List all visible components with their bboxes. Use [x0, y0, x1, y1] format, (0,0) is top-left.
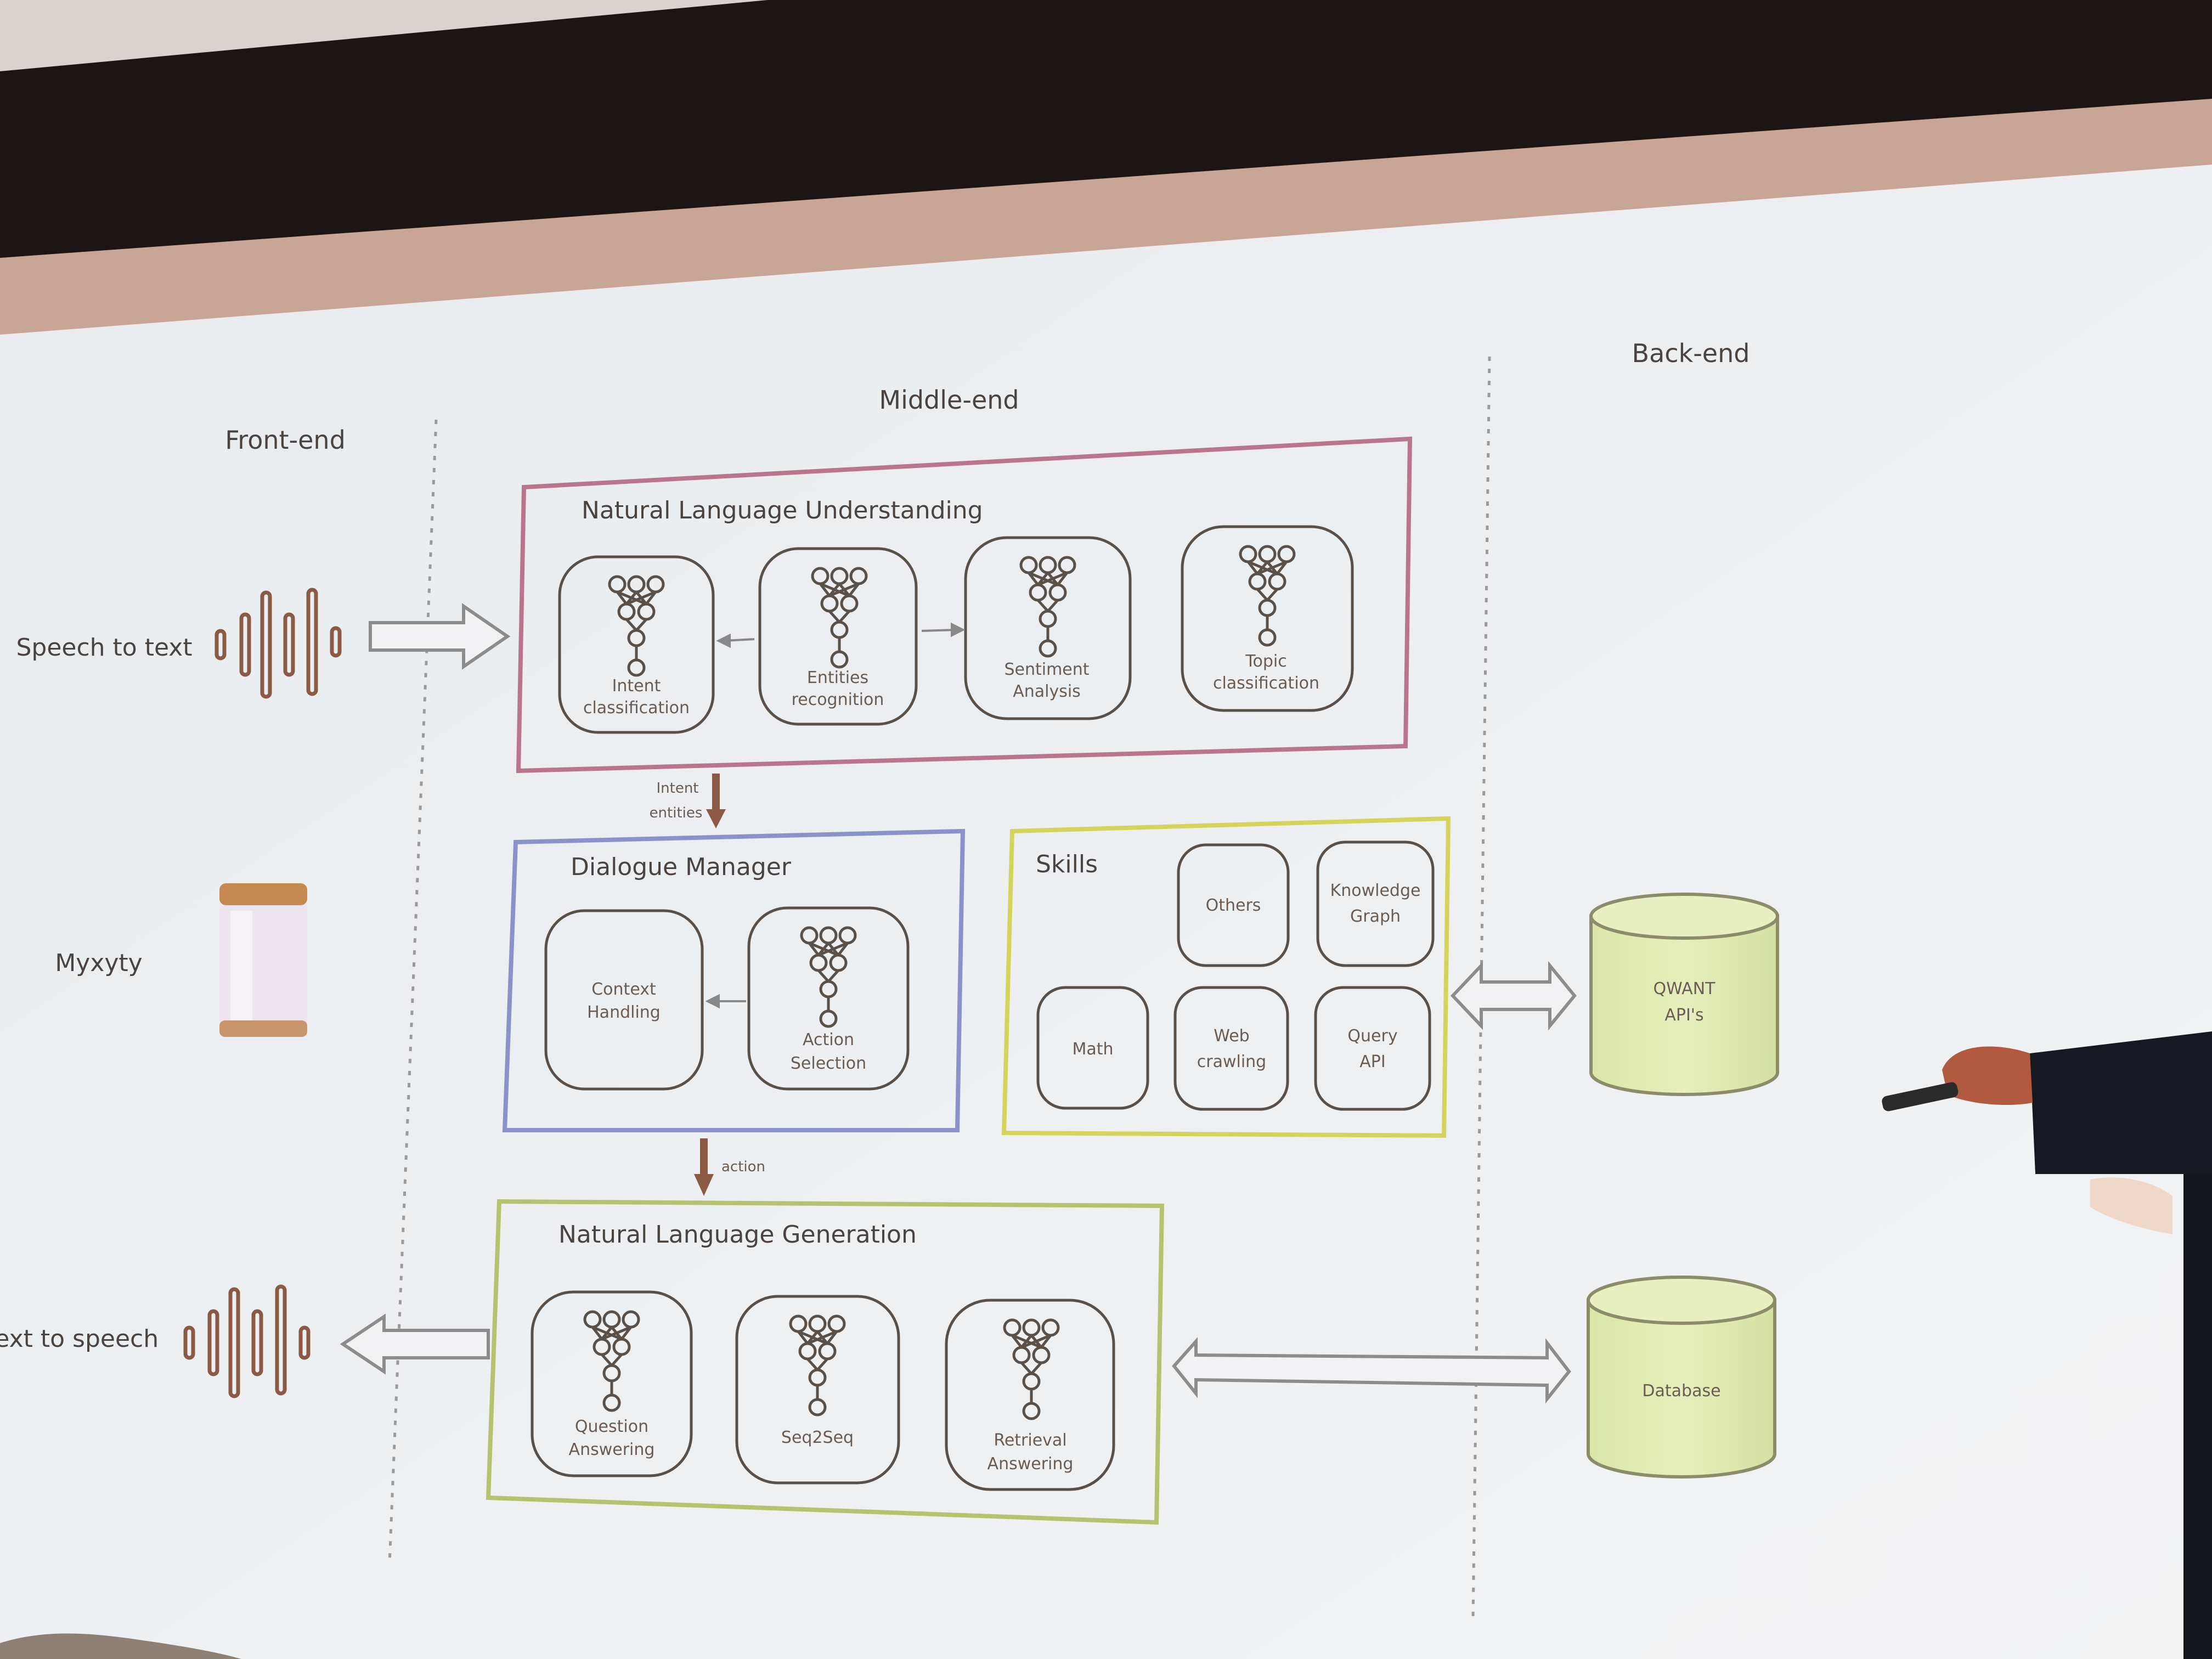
module-label: Sentiment [1004, 660, 1089, 679]
nlg-box: Natural Language Generation Question Ans… [486, 1199, 1165, 1525]
module-label: Knowledge [1330, 881, 1421, 900]
skill-web-crawling: Web crawling [1173, 986, 1289, 1111]
qwant-api-label: API's [1664, 1006, 1703, 1025]
module-label: classification [1213, 674, 1319, 693]
nlg-module-question-answering: Question Answering [531, 1290, 693, 1477]
module-label: Entities [807, 668, 868, 687]
ceiling [0, 0, 768, 71]
speech-to-text-label: Speech to text [16, 634, 192, 662]
module-label: Math [1072, 1040, 1113, 1059]
smart-speaker-icon [219, 883, 307, 1037]
nlg-database-arrow [1172, 1337, 1571, 1404]
module-label: Query [1347, 1026, 1397, 1046]
nlu-title: Natural Language Understanding [582, 496, 983, 524]
qwant-api-cylinder: QWANT API's [1589, 893, 1779, 1096]
input-arrow [369, 603, 511, 670]
skill-query-api: Query API [1314, 986, 1431, 1111]
nlu-module-intent: Intent classification [558, 555, 715, 734]
intent-flow-label: Intent [656, 780, 698, 797]
speech-input-waveform-icon [215, 588, 342, 699]
projection-screen [0, 165, 2212, 1659]
screen-border [0, 99, 2212, 340]
dialogue-manager-title: Dialogue Manager [571, 853, 792, 881]
skill-knowledge-graph: Knowledge Graph [1316, 840, 1435, 967]
dm-internal-arrow [705, 994, 746, 1009]
module-label: Selection [791, 1054, 866, 1073]
nlu-module-sentiment: Sentiment Analysis [964, 536, 1132, 720]
module-label: classification [583, 698, 690, 718]
foreground-blur [0, 1633, 241, 1659]
front-end-heading: Front-end [225, 425, 346, 455]
middle-end-heading: Middle-end [879, 385, 1019, 415]
entities-flow-label: entities [650, 805, 703, 821]
module-label: recognition [792, 690, 884, 709]
nlg-title: Natural Language Generation [558, 1221, 917, 1249]
module-label: Answering [569, 1440, 655, 1459]
presenter-arm [1882, 1031, 2212, 1659]
skills-box: Skills Others Knowledge Graph Math Web c… [1001, 816, 1451, 1138]
text-to-speech-label: Text to speech [0, 1325, 159, 1353]
device-label: Myxyty [55, 949, 142, 977]
module-label: Handling [587, 1003, 661, 1022]
intent-entities-arrow [706, 774, 726, 828]
module-label: Others [1206, 896, 1261, 915]
dialogue-manager-box: Dialogue Manager Context Handling Action… [502, 828, 966, 1132]
action-selection-module: Action Selection [747, 906, 910, 1091]
module-label: Action [803, 1030, 854, 1049]
nlu-module-topic: Topic classification [1181, 525, 1354, 712]
module-label: Topic [1245, 652, 1286, 671]
nlg-module-seq2seq: Seq2Seq [735, 1295, 900, 1485]
module-label: Answering [988, 1454, 1074, 1474]
speech-output-waveform-icon [183, 1284, 311, 1398]
module-label: crawling [1197, 1052, 1266, 1071]
skills-qwant-arrow [1450, 961, 1577, 1031]
nlu-module-entities: Entities recognition [758, 547, 918, 726]
front-middle-divider [388, 419, 438, 1564]
qwant-label: QWANT [1654, 979, 1716, 998]
action-flow-label: action [721, 1159, 765, 1175]
nlu-box: Natural Language Understanding Intent cl… [516, 436, 1413, 774]
skill-others: Others [1177, 843, 1290, 967]
module-label: Seq2Seq [781, 1428, 854, 1447]
context-handling-module: Context Handling [544, 909, 704, 1091]
back-end-heading: Back-end [1632, 338, 1750, 368]
module-label: Analysis [1013, 682, 1081, 701]
database-label: Database [1642, 1381, 1720, 1401]
output-arrow [340, 1313, 490, 1375]
module-label: Retrieval [994, 1431, 1066, 1450]
database-cylinder: Database [1587, 1276, 1776, 1479]
module-label: API [1359, 1052, 1385, 1071]
skills-title: Skills [1036, 850, 1098, 878]
action-arrow [694, 1138, 714, 1196]
skill-math: Math [1036, 986, 1149, 1110]
module-label: Graph [1350, 907, 1401, 926]
module-label: Intent [612, 676, 661, 696]
module-label: Web [1214, 1026, 1249, 1046]
nlu-internal-arrows [716, 622, 966, 648]
module-label: Question [575, 1417, 648, 1436]
nlg-module-retrieval-answering: Retrieval Answering [945, 1299, 1115, 1491]
module-label: Context [591, 980, 656, 999]
